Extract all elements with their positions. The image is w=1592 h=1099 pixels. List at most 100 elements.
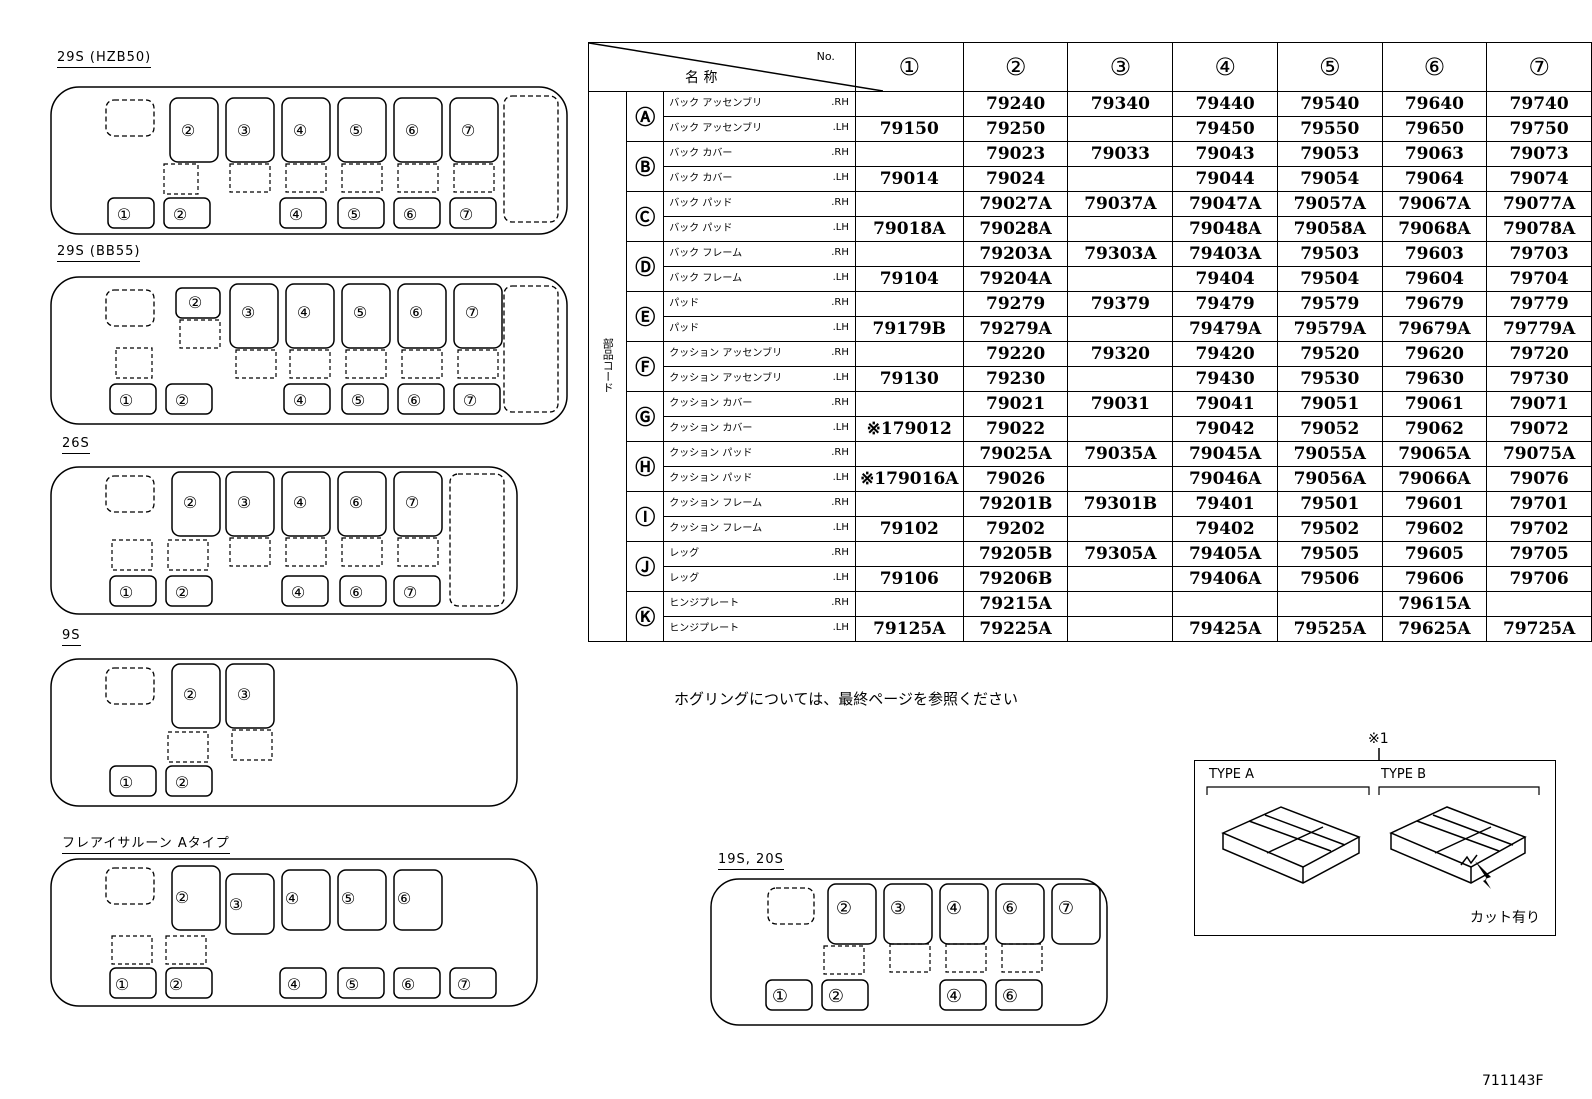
part-name: バック アッセンブリ	[669, 123, 763, 134]
header-name: 名 称	[685, 70, 718, 86]
seat-label: ⑤	[353, 303, 367, 322]
seat-label: ②	[183, 493, 197, 512]
seat-label: ⑥	[397, 889, 411, 908]
part-number-cell	[1067, 266, 1174, 292]
part-side: .RH	[831, 497, 849, 508]
part-name-cell: クッション パッド.LH	[663, 466, 856, 492]
part-number-cell: 79605	[1381, 541, 1488, 567]
part-number-cell: 79054	[1276, 166, 1383, 192]
hog-ring-note: ホグリングについては、最終ページを参照ください	[674, 690, 1018, 708]
part-number-cell: 79440	[1172, 91, 1278, 117]
seat-label: ②	[828, 986, 844, 1007]
part-number-cell: 79279A	[962, 316, 1069, 342]
part-number-cell	[1067, 366, 1174, 392]
part-number-cell: 79630	[1381, 366, 1488, 392]
column-header: ①	[854, 42, 964, 92]
part-number-cell: 79340	[1067, 91, 1174, 117]
asterisk-leader-line	[1378, 748, 1380, 761]
part-name: レッグ	[669, 548, 700, 559]
column-header: ③	[1067, 42, 1174, 92]
seat-label: ③	[237, 121, 251, 140]
seat-label: ③	[890, 898, 906, 919]
part-name: バック カバー	[669, 173, 733, 184]
part-side: .RH	[831, 97, 849, 108]
part-number-cell: 79530	[1276, 366, 1383, 392]
drawing-code: 711143F	[1482, 1073, 1544, 1089]
seat-label: ①	[117, 205, 131, 224]
layout-title: フレアイサルーン Aタイプ	[62, 832, 230, 854]
part-number-cell: 79125A	[854, 616, 964, 642]
part-number-cell	[854, 491, 964, 517]
header-no: No.	[816, 50, 835, 63]
part-number-cell: 79403A	[1172, 241, 1278, 267]
part-side: .RH	[831, 197, 849, 208]
part-number-cell: 79041	[1172, 391, 1278, 417]
part-name-cell: パッド.LH	[663, 316, 856, 342]
part-number-cell: 79404	[1172, 266, 1278, 292]
seat-label: ⑥	[349, 583, 363, 602]
part-number-cell: 79179B	[854, 316, 964, 342]
part-number-cell: 79130	[854, 366, 964, 392]
part-number-cell: 79071	[1486, 391, 1592, 417]
seat-label: ⑤	[351, 391, 365, 410]
part-side: .RH	[831, 597, 849, 608]
part-name-cell: バック アッセンブリ.RH	[663, 91, 856, 117]
part-number-cell	[854, 441, 964, 467]
part-number-cell: 79035A	[1067, 441, 1174, 467]
part-number-cell: 79540	[1276, 91, 1383, 117]
part-side: .LH	[832, 222, 849, 233]
part-number-cell: 79420	[1172, 341, 1278, 367]
seat-label: ⑤	[347, 205, 361, 224]
part-number-cell	[854, 191, 964, 217]
group-letter: Ⓖ	[626, 391, 665, 442]
group-letter: Ⓚ	[626, 591, 665, 642]
part-name: クッション カバー	[669, 423, 753, 434]
part-number-cell: 79052	[1276, 416, 1383, 442]
part-number-cell: 79602	[1381, 516, 1488, 542]
group-letter: Ⓐ	[626, 91, 665, 142]
part-number-cell: 79625A	[1381, 616, 1488, 642]
part-number-cell: 79779	[1486, 291, 1592, 317]
type-a-label: TYPE A	[1209, 767, 1254, 782]
part-number-cell: 79022	[962, 416, 1069, 442]
part-number-cell: 79024	[962, 166, 1069, 192]
part-name-cell: クッション アッセンブリ.RH	[663, 341, 856, 367]
part-number-cell: 79056A	[1276, 466, 1383, 492]
part-number-cell: 79150	[854, 116, 964, 142]
part-number-cell: 79206B	[962, 566, 1069, 592]
part-name: クッション パッド	[669, 448, 753, 459]
type-figure-asterisk: ※1	[1368, 731, 1389, 747]
part-number-cell: 79730	[1486, 366, 1592, 392]
part-number-cell: 79525A	[1276, 616, 1383, 642]
part-number-cell: 79650	[1381, 116, 1488, 142]
seat-label: ②	[188, 293, 202, 312]
seat-label: ⑤	[345, 975, 359, 994]
part-number-cell: 79505	[1276, 541, 1383, 567]
part-number-cell: 79740	[1486, 91, 1592, 117]
part-name: クッション カバー	[669, 398, 753, 409]
part-number-cell: 79033	[1067, 141, 1174, 167]
seat-label: ①	[115, 975, 129, 994]
part-name: クッション アッセンブリ	[669, 373, 783, 384]
seat-label: ④	[291, 583, 305, 602]
part-name-cell: バック パッド.RH	[663, 191, 856, 217]
seat-label: ②	[175, 583, 189, 602]
part-number-cell: 79379	[1067, 291, 1174, 317]
part-number-cell: 79026	[962, 466, 1069, 492]
part-number-cell: 79042	[1172, 416, 1278, 442]
part-number-cell: 79028A	[962, 216, 1069, 242]
part-number-cell: 79320	[1067, 341, 1174, 367]
seat-label: ③	[241, 303, 255, 322]
part-name-cell: バック フレーム.RH	[663, 241, 856, 267]
part-number-cell: 79201B	[962, 491, 1069, 517]
seat-label: ②	[175, 391, 189, 410]
